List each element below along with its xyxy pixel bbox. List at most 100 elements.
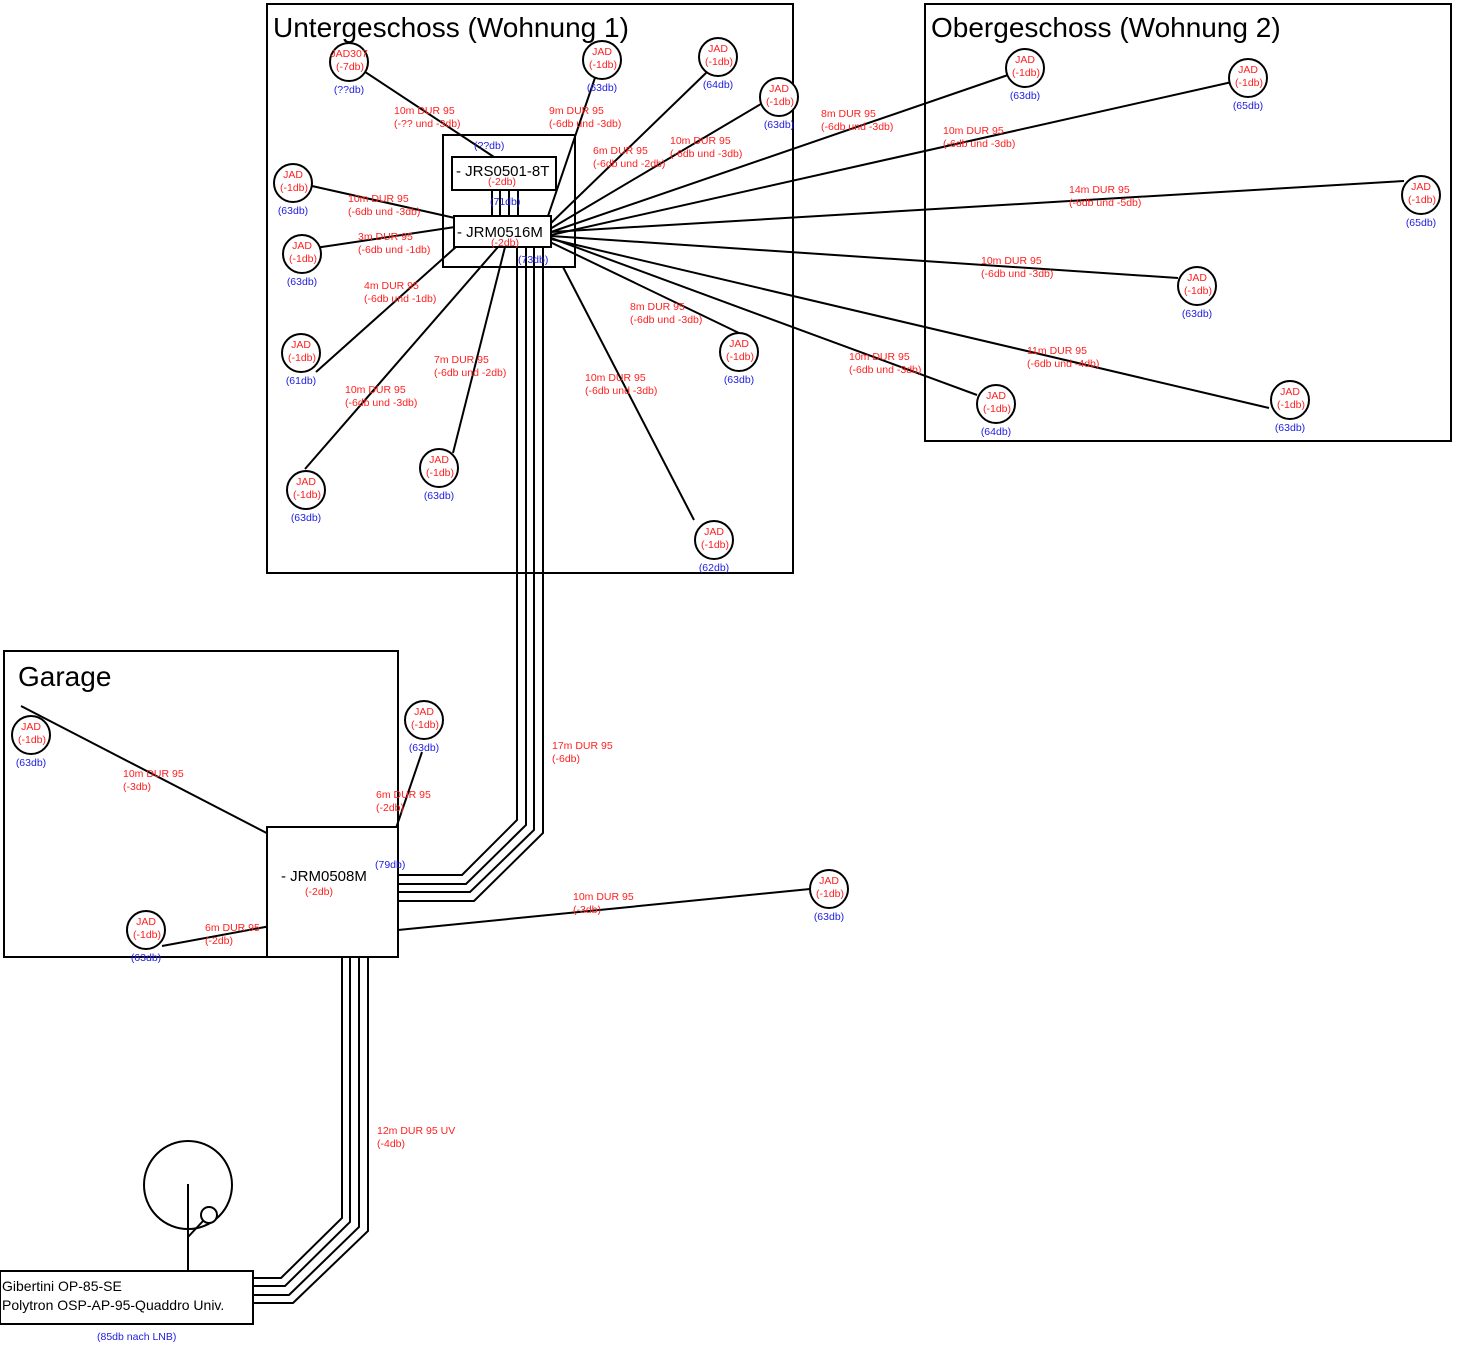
cable-label: 10m DUR 95(-?? und -3db): [394, 105, 461, 130]
lnb-level: (85db nach LNB): [97, 1331, 176, 1343]
cable-label: 8m DUR 95(-6db und -3db): [821, 108, 893, 133]
cable-length: 3m DUR 95: [358, 231, 413, 243]
wire: [550, 81, 1233, 236]
outlet-jad[interactable]: JAD(-1db)(63db): [759, 77, 799, 131]
outlet-loss: (-1db): [1277, 399, 1305, 411]
outlet-jad[interactable]: JAD(-1db)(63db): [273, 163, 313, 217]
jrm0508m-input-level: (79db): [375, 859, 405, 871]
outlet-loss: (-1db): [426, 467, 454, 479]
outlet-circle: [719, 332, 759, 372]
outlet-jad[interactable]: JAD(-1db)(63db): [1177, 266, 1217, 320]
wire: [161, 924, 277, 947]
outlet-jad[interactable]: JAD(-1db)(63db): [1270, 380, 1310, 434]
outlet-loss: (-7db): [336, 61, 364, 73]
outlet-jad[interactable]: JAD307(-7db)(??db): [329, 42, 369, 96]
outlet-jad[interactable]: JAD(-1db)(63db): [1005, 48, 1045, 102]
cable-length: 10m DUR 95: [670, 135, 731, 147]
wire: [398, 247, 527, 885]
cable-length: 12m DUR 95 UV: [377, 1125, 455, 1137]
outlet-level: (65db): [1233, 100, 1263, 112]
wire: [20, 705, 285, 843]
outlet-jad[interactable]: JAD(-1db)(63db): [419, 448, 459, 502]
jrm0516-input-level-top: (71db): [490, 196, 520, 208]
cable-loss: (-6db und -3db): [549, 118, 621, 130]
cable-loss: (-2db): [205, 935, 233, 947]
cable-length: 10m DUR 95: [585, 372, 646, 384]
cable-loss: (-6db und -5db): [1069, 197, 1141, 209]
jrm0508m-loss: (-2db): [305, 886, 333, 898]
outlet-loss: (-1db): [18, 734, 46, 746]
satellite-dish-icon: [143, 1140, 233, 1271]
outlet-jad[interactable]: JAD(-1db)(63db): [719, 332, 759, 386]
lnb-box[interactable]: [0, 1270, 254, 1325]
cable-label: 10m DUR 95(-6db und -3db): [345, 384, 417, 409]
jrm0516m-box[interactable]: [453, 215, 552, 248]
outlet-circle: [1270, 380, 1310, 420]
outlet-level: (63db): [814, 911, 844, 923]
outlet-jad[interactable]: JAD(-1db)(61db): [281, 333, 321, 387]
cable-label: 10m DUR 95(-6db und -3db): [348, 193, 420, 218]
outlet-loss: (-1db): [726, 351, 754, 363]
outlet-jad[interactable]: JAD(-1db)(63db): [11, 715, 51, 769]
jrs0501-box[interactable]: [451, 156, 557, 191]
outlet-circle: [11, 715, 51, 755]
outlet-name: JAD: [136, 916, 156, 928]
outlet-name: JAD: [21, 721, 41, 733]
outlet-loss: (-1db): [133, 929, 161, 941]
cable-length: 8m DUR 95: [821, 108, 876, 120]
room-garage: [3, 650, 399, 958]
outlet-jad[interactable]: JAD(-1db)(63db): [126, 910, 166, 964]
cable-label: 6m DUR 95(-2db): [205, 922, 260, 947]
cable-loss: (-6db und -2db): [434, 367, 506, 379]
outlet-circle: [404, 700, 444, 740]
outlet-circle: [1005, 48, 1045, 88]
cable-loss: (-3db): [573, 904, 601, 916]
outlet-circle: [286, 470, 326, 510]
outlet-level: (63db): [1275, 422, 1305, 434]
cable-loss: (-2db): [376, 802, 404, 814]
outlet-jad[interactable]: JAD(-1db)(63db): [809, 869, 849, 923]
cable-loss: (-6db): [552, 753, 580, 765]
outlet-circle: [1228, 58, 1268, 98]
cable-loss: (-6db und -3db): [585, 385, 657, 397]
wire: [253, 936, 351, 1287]
room-title-untergeschoss: Untergeschoss (Wohnung 1): [273, 12, 629, 43]
outlet-loss: (-1db): [288, 352, 316, 364]
wire: [562, 266, 695, 521]
cable-label: 10m DUR 95(-6db und -3db): [670, 135, 742, 160]
outlet-circle: [582, 40, 622, 80]
wire: [546, 65, 600, 220]
outlet-loss: (-1db): [293, 489, 321, 501]
outlet-level: (64db): [981, 426, 1011, 438]
wire: [387, 888, 811, 932]
cable-label: 6m DUR 95(-2db): [376, 789, 431, 814]
cable-label: 4m DUR 95(-6db und -1db): [364, 280, 436, 305]
room-title-garage: Garage: [18, 661, 111, 692]
room-title-obergeschoss: Obergeschoss (Wohnung 2): [931, 12, 1281, 43]
cable-length: 17m DUR 95: [552, 740, 613, 752]
trunk-lnb-to-garage: [253, 936, 369, 1304]
cable-loss: (-6db und -3db): [943, 138, 1015, 150]
outlet-name: JAD: [769, 83, 789, 95]
cable-loss: (-4db): [377, 1138, 405, 1150]
outlet-jad[interactable]: JAD(-1db)(64db): [698, 37, 738, 91]
outlet-loss: (-1db): [1408, 194, 1436, 206]
outlet-level: (63db): [724, 374, 754, 386]
outlet-jad[interactable]: JAD(-1db)(63db): [286, 470, 326, 524]
outlet-jad[interactable]: JAD(-1db)(63db): [404, 700, 444, 754]
outlet-jad[interactable]: JAD(-1db)(65db): [1228, 58, 1268, 112]
outlet-level: (63db): [1010, 90, 1040, 102]
jrm0508m-box[interactable]: [266, 826, 399, 958]
outlet-jad[interactable]: JAD(-1db)(62db): [694, 520, 734, 574]
outlet-jad[interactable]: JAD(-1db)(63db): [582, 40, 622, 94]
lnb-line2: Polytron OSP-AP-95-Quaddro Univ.: [2, 1297, 224, 1313]
outlet-loss: (-1db): [1235, 77, 1263, 89]
outlet-jad[interactable]: JAD(-1db)(64db): [976, 384, 1016, 438]
cable-length: 10m DUR 95: [348, 193, 409, 205]
outlet-loss: (-1db): [280, 182, 308, 194]
outlet-jad[interactable]: JAD(-1db)(65db): [1401, 175, 1441, 229]
lnb-line1: Gibertini OP-85-SE: [2, 1278, 122, 1294]
outlet-jad[interactable]: JAD(-1db)(63db): [282, 234, 322, 288]
outlet-name: JAD: [291, 339, 311, 351]
